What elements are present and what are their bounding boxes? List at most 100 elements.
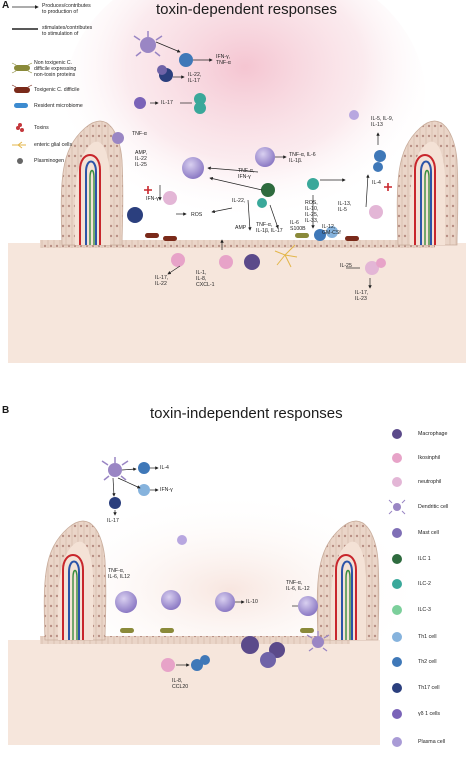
toxigenic-bacterium-icon — [11, 84, 33, 93]
legend-macrophage: Macrophage — [418, 431, 448, 437]
eosinophil-a4 — [365, 261, 379, 275]
label-il6-s100: IL-6 S100B — [290, 220, 306, 232]
label-b-il4: IL-4 — [160, 465, 169, 471]
legend-toxigenic-label: Toxigenic C. difficile — [34, 87, 80, 93]
plasminogen-icon — [17, 158, 23, 164]
label-amp2: AMP — [235, 225, 247, 231]
th2-cell-a3 — [314, 229, 326, 241]
panel-b-title: toxin-independent responses — [150, 405, 343, 422]
label-tnf-ifn: TNF-α, IFN-γ — [238, 168, 255, 180]
macrophage-a4 — [244, 254, 260, 270]
label-tnf-il1: TNF-α, IL-1β, IL-17 — [256, 222, 283, 234]
ilc2-cell-a2 — [307, 178, 319, 190]
macrophage-b5 — [241, 636, 259, 654]
non-toxigenic-bacterium-b3 — [300, 628, 314, 633]
label-b-il10: IL-10 — [246, 599, 258, 605]
legend-th17: Th17 cell — [418, 685, 440, 691]
legend-produces-label: Produces/contributes to production of — [42, 3, 91, 15]
th2-cell-a — [374, 150, 386, 162]
th-cell-1 — [179, 53, 193, 67]
legend-ilc3: ILC-3 — [418, 607, 431, 613]
macrophage-b4 — [298, 596, 318, 616]
label-il22: IL-22, — [232, 198, 246, 204]
label-b-il8-ccl20: IL-8, CCL20 — [172, 678, 189, 690]
macrophage-a2 — [182, 157, 204, 179]
legend-ilc2: ILC-2 — [418, 581, 431, 587]
non-toxigenic-bacterium-icon — [11, 62, 33, 74]
eosinophil-b — [161, 658, 175, 672]
plasma-cell-b — [177, 535, 187, 545]
ilc3-cell-a2 — [194, 102, 206, 114]
villus-right-b — [316, 520, 380, 641]
microbiome-icon — [14, 103, 28, 108]
legend-eosinophil: Ikosinphil — [418, 455, 441, 461]
th2-cell-a2 — [373, 162, 383, 172]
legend-dendritic-cell: Dendritic cell — [418, 504, 449, 510]
panel-b-letter: B — [2, 405, 10, 416]
panel-a-title: toxin-dependent responses — [156, 1, 337, 18]
label-il4: IL-4 — [372, 180, 381, 186]
arrows-b — [112, 466, 298, 667]
label-il5-il9: IL-5, IL-9, IL-13 — [371, 116, 394, 128]
label-b-ifn: IFN-γ — [160, 487, 173, 493]
legend-non-toxigenic-label: Non toxigenic C. difficile expressing no… — [34, 60, 77, 78]
gamma-delta-cell-a — [134, 97, 146, 109]
toxigenic-bacterium-a3 — [345, 236, 359, 241]
macrophage-b7 — [260, 652, 276, 668]
th2-cell-b2 — [191, 659, 203, 671]
label-tnfa-top: TNF-α — [132, 131, 147, 137]
cell-legend-icons — [388, 429, 406, 747]
inflammation-glow — [65, 0, 425, 235]
dendritic-cell-top — [133, 31, 163, 57]
legend-neutrophil: neutrophil — [418, 479, 442, 485]
non-toxigenic-bacterium-a — [295, 233, 309, 238]
dendritic-cell-b — [101, 457, 129, 481]
plus-icon-left — [144, 186, 152, 194]
enteric-glia-a — [274, 244, 298, 268]
toxigenic-bacterium-a1 — [145, 233, 159, 238]
plasma-cell-a — [349, 110, 359, 120]
macrophage-b1 — [115, 591, 137, 613]
th1-cell-a — [326, 226, 338, 238]
legend-toxins-label: Toxins — [34, 125, 49, 131]
legend-plasminogen-label: Plasminogen — [34, 158, 64, 164]
ilc3-cell-a1 — [194, 93, 206, 105]
th17-cell-2 — [157, 65, 167, 75]
macrophage-b2 — [161, 590, 181, 610]
toxin-icon — [16, 123, 24, 132]
label-il1-il8: IL-1, IL-8, CXCL-1 — [196, 270, 215, 288]
legend-th2: Th2 cell — [418, 659, 437, 665]
villus-left-a — [60, 120, 124, 246]
label-ifn-tnf: IFN-γ, TNF-α — [216, 54, 231, 66]
label-tnf-il6: TNF-α, IL-6 IL-1β. — [289, 152, 316, 164]
label-il25: IL-25 — [340, 263, 352, 269]
legend-microbiome-label: Resident microbiome — [34, 103, 83, 109]
lamina-propria-b — [8, 640, 380, 745]
label-il17: IL-17 — [161, 100, 173, 106]
legend-ilc1: ILC 1 — [418, 556, 431, 562]
toxigenic-bacterium-a2 — [163, 236, 177, 241]
legend-glial-label: enteric glial cells — [34, 142, 73, 148]
lamina-propria-a — [8, 243, 466, 363]
neutrophil-a1 — [163, 191, 177, 205]
dendritic-cell-b2 — [306, 631, 330, 652]
ilc1-cell-a — [261, 183, 275, 197]
eosinophil-a5 — [376, 258, 386, 268]
villus-left-b — [43, 520, 107, 641]
label-ifn: IFN-γ — [146, 196, 159, 202]
th2-cell-b — [138, 462, 150, 474]
label-il17-il23: IL-17, IL-23 — [355, 290, 369, 302]
legend-th1: Th1 cell — [418, 634, 437, 640]
legend-stimulates-label: stimulates/contributes to stimulation of — [42, 25, 93, 37]
legend-plasma-cell: Plasma cell — [418, 739, 446, 745]
label-il22-il17: IL-22, IL-17 — [188, 72, 202, 84]
macrophage-a3 — [127, 207, 143, 223]
villus-right-a — [396, 120, 459, 246]
epithelium-b — [40, 636, 350, 644]
th17-cell-b — [109, 497, 121, 509]
epithelium-a — [40, 240, 435, 248]
eosinophil-a — [369, 205, 383, 219]
eosinophil-a2 — [171, 253, 185, 267]
label-amp: AMP, IL-22 IL-25 — [135, 150, 148, 168]
